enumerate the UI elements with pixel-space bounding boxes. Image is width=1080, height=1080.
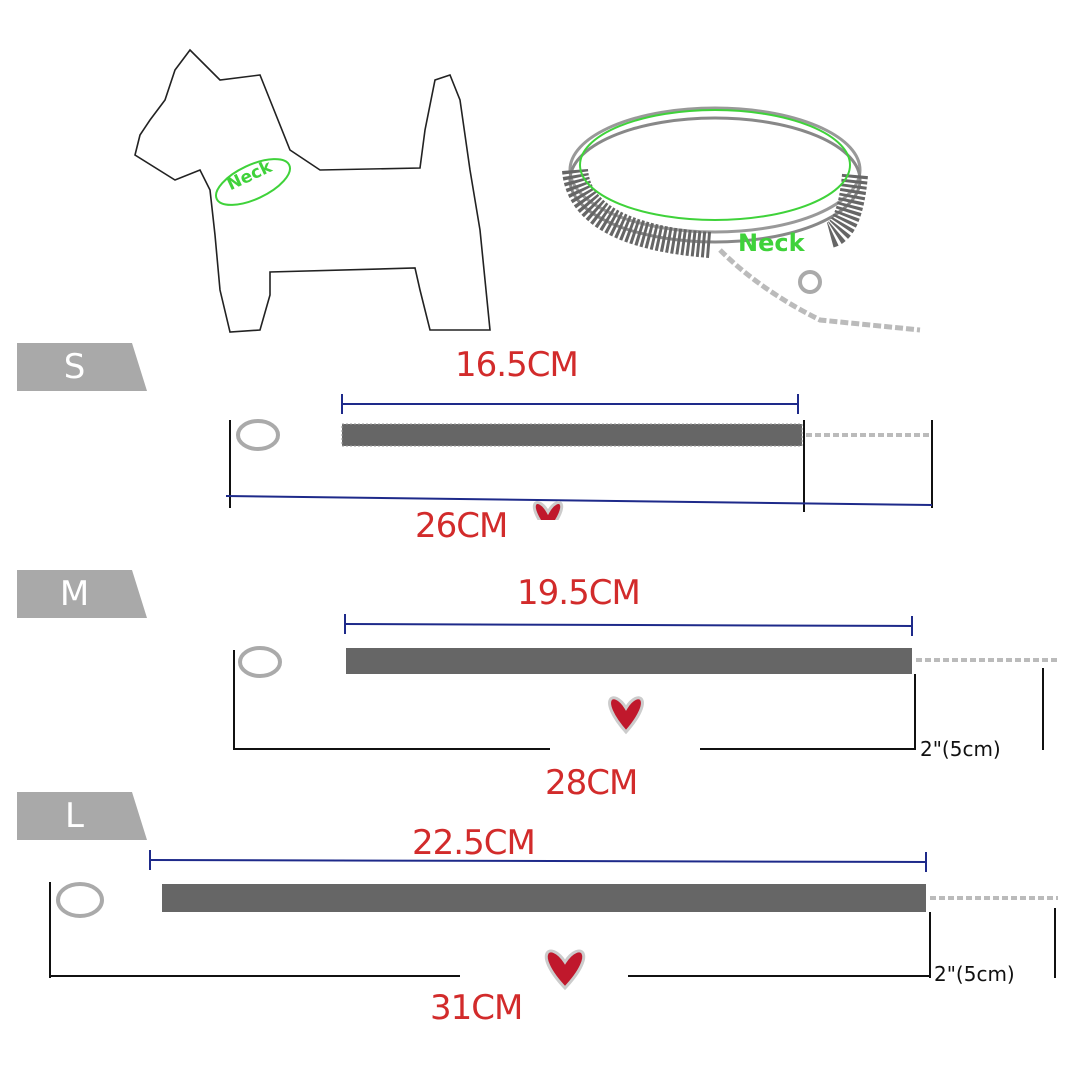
collar-l-diagram <box>49 850 1058 991</box>
collar-length-l: 22.5CM <box>412 823 536 863</box>
dog-outline-icon <box>134 48 491 333</box>
total-length-s: 26CM <box>415 506 508 546</box>
total-length-l: 31CM <box>430 988 523 1028</box>
size-tab-m: M <box>17 570 147 618</box>
collar-m-diagram <box>233 614 1060 750</box>
size-tab-s: S <box>17 343 147 391</box>
collar-photo <box>562 106 921 333</box>
extension-l: 2"(5cm) <box>934 962 1015 986</box>
collar-neck-label: Neck <box>738 229 805 257</box>
size-tab-l: L <box>17 792 147 840</box>
total-length-m: 28CM <box>545 763 638 803</box>
collar-length-s: 16.5CM <box>455 345 579 385</box>
collar-s-diagram <box>225 394 933 520</box>
collar-length-m: 19.5CM <box>517 573 641 613</box>
extension-m: 2"(5cm) <box>920 737 1001 761</box>
